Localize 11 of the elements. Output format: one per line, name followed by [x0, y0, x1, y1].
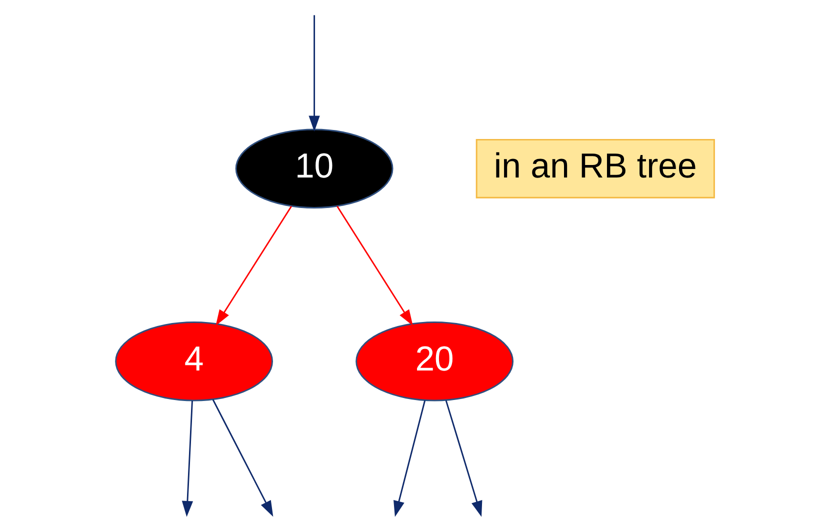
arrow	[394, 400, 426, 517]
arrow	[336, 206, 413, 326]
arrow	[182, 400, 194, 517]
node-box: in an RB tree	[476, 138, 715, 198]
node-ellipse: 20	[356, 322, 514, 402]
arrow	[445, 400, 482, 517]
node-ellipse: 4	[115, 322, 273, 402]
arrow	[212, 399, 274, 517]
arrow	[308, 15, 320, 132]
node-ellipse: 10	[235, 128, 394, 208]
arrow	[216, 206, 292, 326]
